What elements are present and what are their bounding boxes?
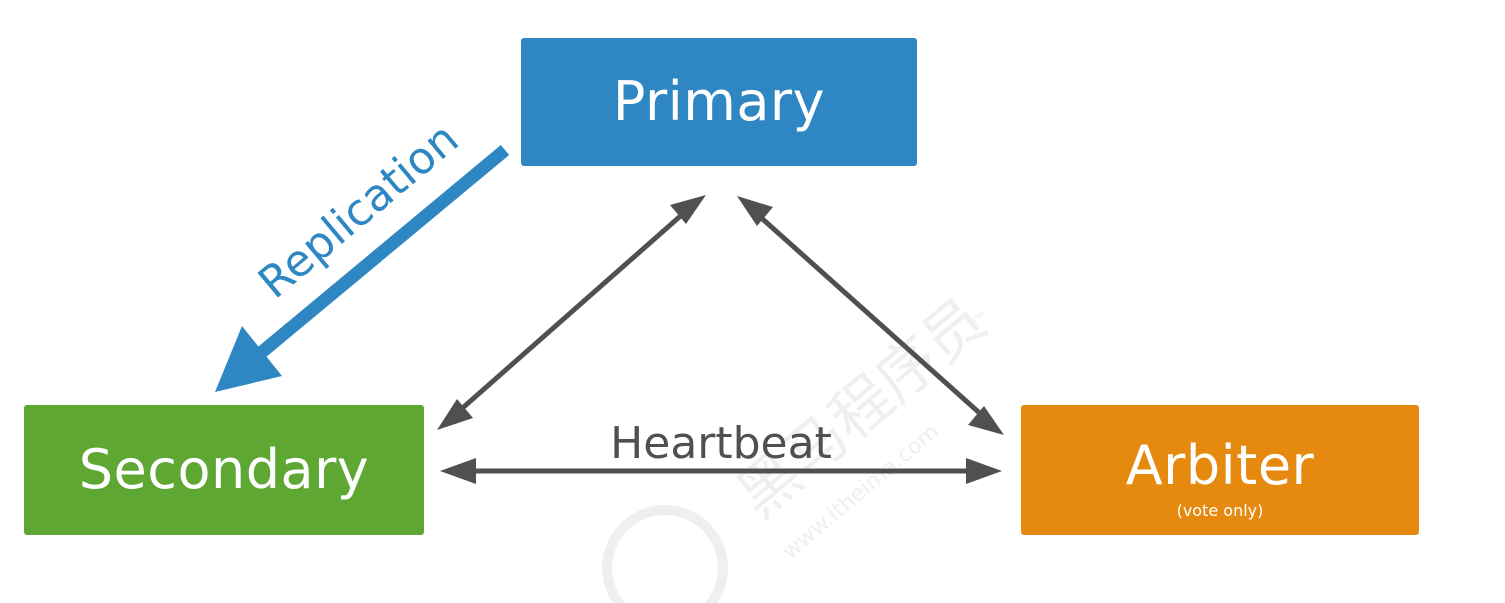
edge-primary-secondary-arrowhead-start: [670, 195, 706, 224]
node-arbiter-sublabel: (vote only): [1176, 501, 1264, 520]
edge-primary-arbiter-line: [755, 212, 986, 419]
edge-heartbeat-arrowhead-start: [440, 458, 476, 484]
edge-primary-secondary-line: [456, 210, 687, 414]
node-primary: Primary: [521, 38, 917, 166]
edge-primary-secondary-arrowhead-end: [437, 399, 473, 430]
edge-replication-arrowhead: [215, 326, 282, 392]
edge-primary-arbiter-arrowhead-start: [737, 196, 773, 226]
node-secondary: Secondary: [24, 405, 424, 535]
edge-heartbeat: Heartbeat: [440, 418, 1002, 484]
node-secondary-label: Secondary: [78, 438, 370, 501]
edge-primary-arbiter-arrowhead-end: [968, 406, 1004, 435]
edge-primary-secondary: [437, 195, 706, 430]
edge-replication-line: [257, 145, 510, 357]
edge-heartbeat-label: Heartbeat: [610, 418, 832, 469]
edge-heartbeat-arrowhead-end: [966, 458, 1002, 484]
node-primary-label: Primary: [612, 70, 826, 133]
edge-replication: Replication: [215, 113, 510, 392]
edge-primary-arbiter: [737, 196, 1004, 435]
node-arbiter: Arbiter (vote only): [1021, 405, 1419, 535]
node-arbiter-label: Arbiter: [1125, 434, 1315, 497]
